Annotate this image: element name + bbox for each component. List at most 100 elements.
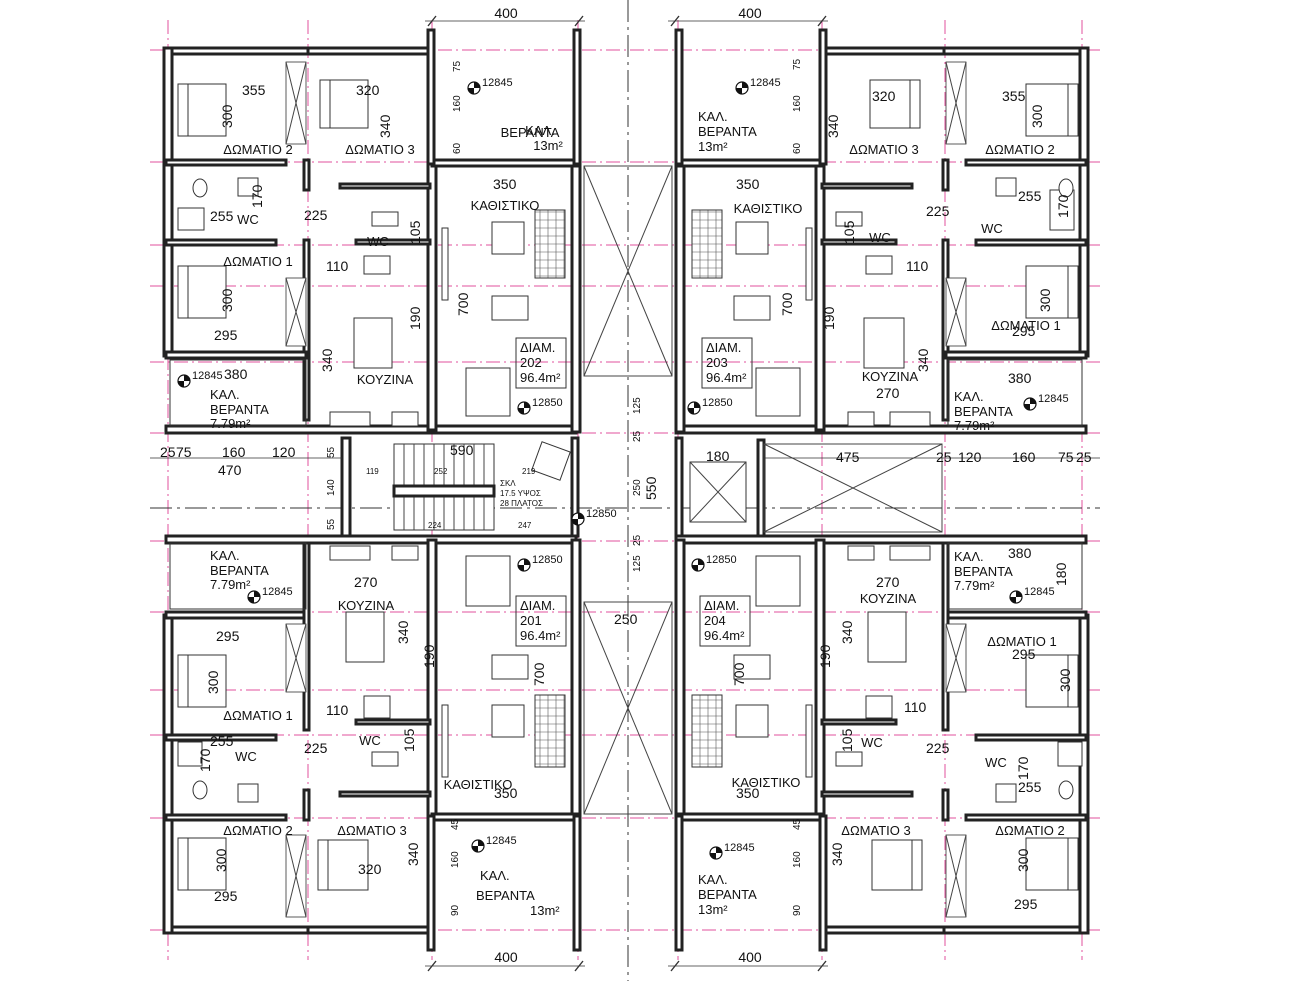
stair-label: 17.5 ΥΨΟΣ <box>500 489 541 498</box>
dim: 160 <box>450 851 461 868</box>
level-marker-label: 12845 <box>1038 393 1069 405</box>
veranda-area: 13m² <box>530 903 560 918</box>
apartment-number: 203 <box>706 355 728 370</box>
dim: 300 <box>219 288 235 312</box>
veranda-label: ΒΕΡΑΝΤΑ <box>698 124 757 139</box>
room-label: ΔΩΜΑΤΙΟ 3 <box>337 823 406 838</box>
room-label: ΔΩΜΑΤΙΟ 2 <box>223 142 292 157</box>
dim: 45 <box>792 818 803 830</box>
apartment-202: ΔΩΜΑΤΙΟ 2 ΔΩΜΑΤΙΟ 3 ΔΩΜΑΤΙΟ 1 WC WC ΚΟΥΖ… <box>210 60 563 431</box>
level-marker-label: 12845 <box>486 835 517 847</box>
room-label: WC <box>359 733 381 748</box>
dim: 255 <box>1018 779 1042 795</box>
apartment-area: 96.4m² <box>706 370 747 385</box>
dim: 55 <box>326 446 337 458</box>
dim: 190 <box>407 306 423 330</box>
level-marker-label: 12845 <box>262 586 293 598</box>
core <box>392 165 943 815</box>
veranda-label: ΚΑΛ. <box>525 123 555 138</box>
dim: 295 <box>214 327 238 343</box>
level-marker-label: 12850 <box>706 554 737 566</box>
dim: 295 <box>216 628 240 644</box>
dim: 470 <box>218 462 242 478</box>
dim: 75 <box>452 60 463 72</box>
dim: 295 <box>214 888 238 904</box>
dim: 255 <box>1018 188 1042 204</box>
dim: 160 <box>792 851 803 868</box>
dim: 700 <box>531 662 547 686</box>
dim: 75 <box>792 58 803 70</box>
level-marker-label: 12850 <box>532 397 563 409</box>
dim: 170 <box>1015 756 1031 780</box>
dim: 300 <box>205 670 221 694</box>
dim: 300 <box>1029 104 1045 128</box>
level-marker-fill <box>1010 591 1022 603</box>
dim: 105 <box>841 220 857 244</box>
dim: 340 <box>825 114 841 138</box>
dim: 550 <box>643 476 659 500</box>
dim: 120 <box>958 449 982 465</box>
dim: 295 <box>1012 646 1036 662</box>
veranda-area: 13m² <box>698 902 728 917</box>
walls <box>162 28 1090 952</box>
room-label: ΚΟΥΖΙΝΑ <box>860 591 917 606</box>
level-marker-fill <box>518 559 530 571</box>
room-label: ΚΟΥΖΙΝΑ <box>862 369 919 384</box>
core-labels: 25 75 160 120 470 55 140 55 475 25 120 1… <box>150 397 1100 627</box>
room-label: ΔΩΜΑΤΙΟ 1 <box>223 254 292 269</box>
level-marker-label: 12845 <box>750 77 781 89</box>
level-marker-fill <box>472 840 484 852</box>
room-label: WC <box>869 230 891 245</box>
dim: 270 <box>354 574 378 590</box>
veranda-label: ΚΑΛ. <box>480 868 510 883</box>
dim: 60 <box>792 142 803 154</box>
level-marker-fill <box>710 847 722 859</box>
level-marker-fill <box>572 513 584 525</box>
dim: 300 <box>1015 848 1031 872</box>
dim: 225 <box>926 740 950 756</box>
dim: 340 <box>839 620 855 644</box>
dim: 380 <box>1008 370 1032 386</box>
dim: 247 <box>518 521 532 530</box>
room-label: ΚΑΘΙΣΤΙΚΟ <box>734 201 803 216</box>
dim: 380 <box>1008 545 1032 561</box>
dim: 350 <box>493 176 517 192</box>
dim: 350 <box>736 785 760 801</box>
apartment-number: 202 <box>520 355 542 370</box>
dim: 250 <box>632 479 643 496</box>
level-marker-fill <box>248 591 260 603</box>
veranda-label: ΒΕΡΑΝΤΑ <box>501 125 560 140</box>
dim: 160 <box>1012 449 1036 465</box>
dim: 170 <box>1055 194 1071 218</box>
stair-label: ΣΚΛ <box>500 479 516 488</box>
dim: 250 <box>614 611 638 627</box>
dim: 125 <box>632 397 643 414</box>
side-veranda-label: ΒΕΡΑΝΤΑ <box>954 564 1013 579</box>
dim: 25 <box>1076 449 1092 465</box>
level-marker-fill <box>1024 398 1036 410</box>
dim: 110 <box>326 258 349 274</box>
side-veranda-label: ΚΑΛ. <box>210 387 240 402</box>
apartment-label: ΔΙΑΜ. <box>520 340 555 355</box>
dim: 160 <box>792 95 803 112</box>
level-marker-fill <box>518 402 530 414</box>
apartment-label: ΔΙΑΜ. <box>706 340 741 355</box>
dim: 225 <box>926 203 950 219</box>
side-veranda-label: ΚΑΛ. <box>954 549 984 564</box>
dim: 105 <box>839 728 855 752</box>
dim: 300 <box>213 848 229 872</box>
apartment-area: 96.4m² <box>520 628 561 643</box>
room-label: WC <box>237 212 259 227</box>
furniture <box>177 79 1083 891</box>
dim: 340 <box>915 348 931 372</box>
dim: 55 <box>326 518 337 530</box>
dim: 350 <box>494 785 518 801</box>
apartment-number: 204 <box>704 613 726 628</box>
apartment-label: ΔΙΑΜ. <box>520 598 555 613</box>
bottom-dim-right: 400 <box>738 949 762 965</box>
dim: 700 <box>779 292 795 316</box>
room-label: WC <box>861 735 883 750</box>
veranda-label: ΚΑΛ. <box>698 109 728 124</box>
dim: 75 <box>176 444 192 460</box>
